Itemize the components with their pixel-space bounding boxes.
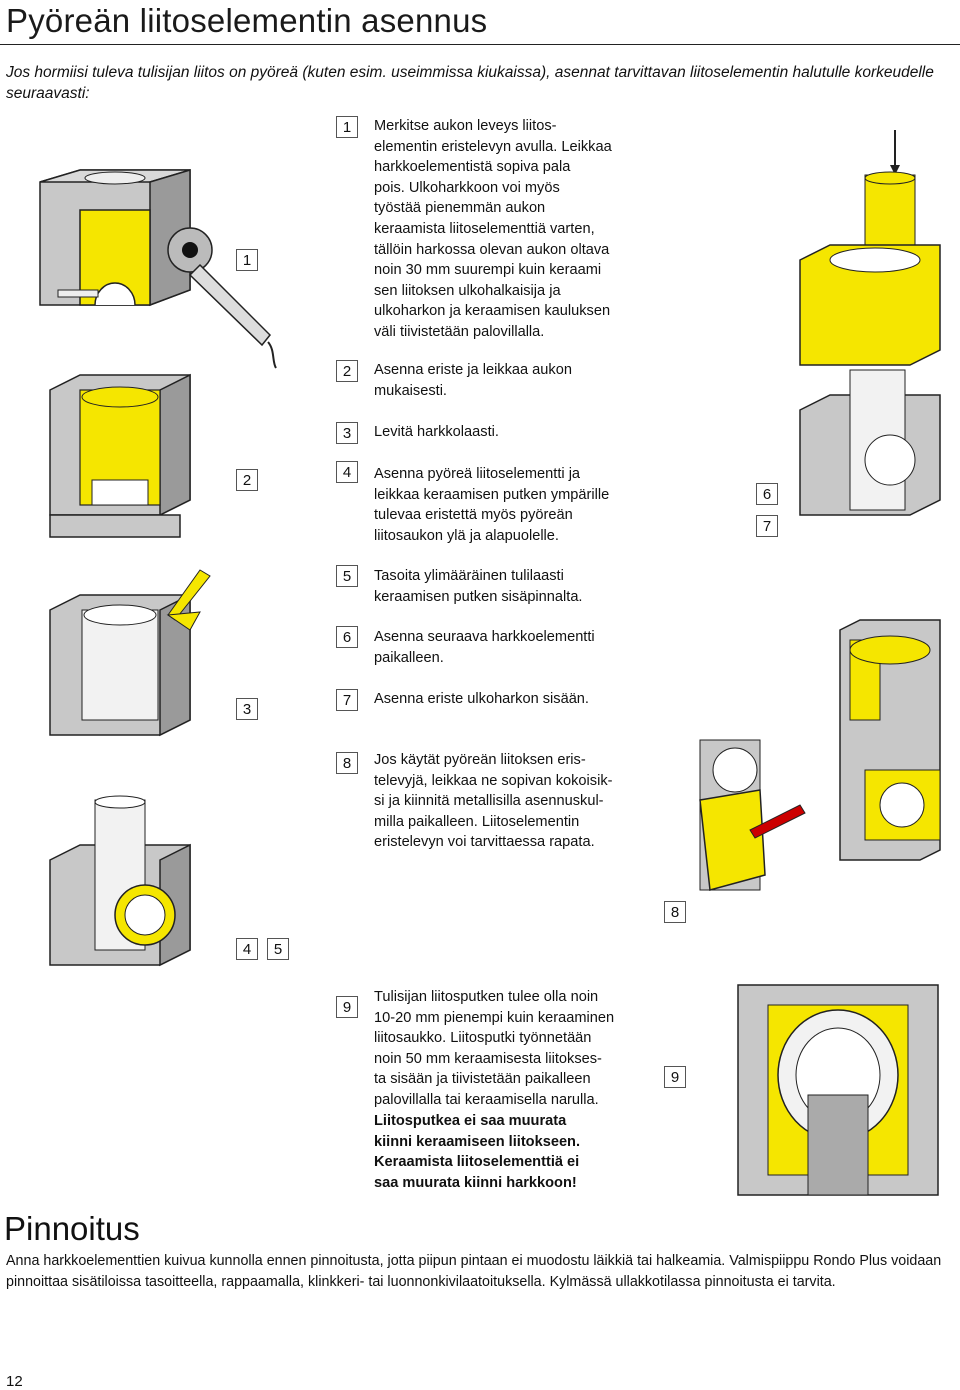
step-text: Jos käytät pyöreän liitoksen eris- telev… xyxy=(374,752,613,851)
step-text: Asenna pyöreä liitoselementti ja leikkaa… xyxy=(374,466,610,544)
illustration-insulation-plates xyxy=(699,619,941,891)
step-number: 9 xyxy=(336,996,358,1018)
step-text: Asenna eriste ulkoharkon sisään. xyxy=(374,691,589,707)
figure-label: 8 xyxy=(664,901,686,923)
step-number: 5 xyxy=(336,565,358,587)
page-title: Pyöreän liitoselementin asennus xyxy=(6,2,488,39)
illustration-stacked-blocks xyxy=(799,130,941,516)
step-number: 1 xyxy=(336,116,358,138)
page-number: 12 xyxy=(6,1373,23,1390)
step-number: 7 xyxy=(336,689,358,711)
figure-label: 3 xyxy=(236,698,258,720)
illustration-flue-pipe xyxy=(737,984,939,1196)
figure-label: 9 xyxy=(664,1066,686,1088)
step-number: 4 xyxy=(336,461,358,483)
figure-label: 2 xyxy=(236,469,258,491)
step-number: 2 xyxy=(336,360,358,382)
step-text: Asenna eriste ja leikkaa aukon mukaisest… xyxy=(374,362,572,399)
figure-label: 6 xyxy=(756,483,778,505)
illustration-mortar-block xyxy=(49,569,211,737)
step-text: Tasoita ylimääräinen tulilaasti keraamis… xyxy=(374,568,583,605)
step-text: Levitä harkkolaasti. xyxy=(374,424,499,440)
figure-label: 1 xyxy=(236,249,258,271)
illustration-cutting-block xyxy=(39,168,277,369)
step-number: 6 xyxy=(336,626,358,648)
step-number: 3 xyxy=(336,422,358,444)
figure-label: 4 xyxy=(236,938,258,960)
step-number: 8 xyxy=(336,752,358,774)
step-text: Asenna seuraava harkkoelementti paikalle… xyxy=(374,629,595,666)
step-text: Tulisijan liitosputken tulee olla noin 1… xyxy=(374,989,615,1108)
intro-text: Jos hormiisi tuleva tulisijan liitos on … xyxy=(6,64,934,102)
figure-label: 7 xyxy=(756,515,778,537)
section-text: Anna harkkoelementtien kuivua kunnolla e… xyxy=(6,1253,942,1290)
illustration-insulated-block xyxy=(49,373,191,538)
title-divider xyxy=(0,44,960,45)
step-text: Merkitse aukon leveys liitos- elementin … xyxy=(374,118,612,340)
section-title: Pinnoitus xyxy=(4,1210,140,1247)
figure-label: 5 xyxy=(267,938,289,960)
step-warning-text: Liitosputkea ei saa muurata kiinni keraa… xyxy=(374,1113,581,1191)
illustration-round-connection xyxy=(49,795,191,967)
